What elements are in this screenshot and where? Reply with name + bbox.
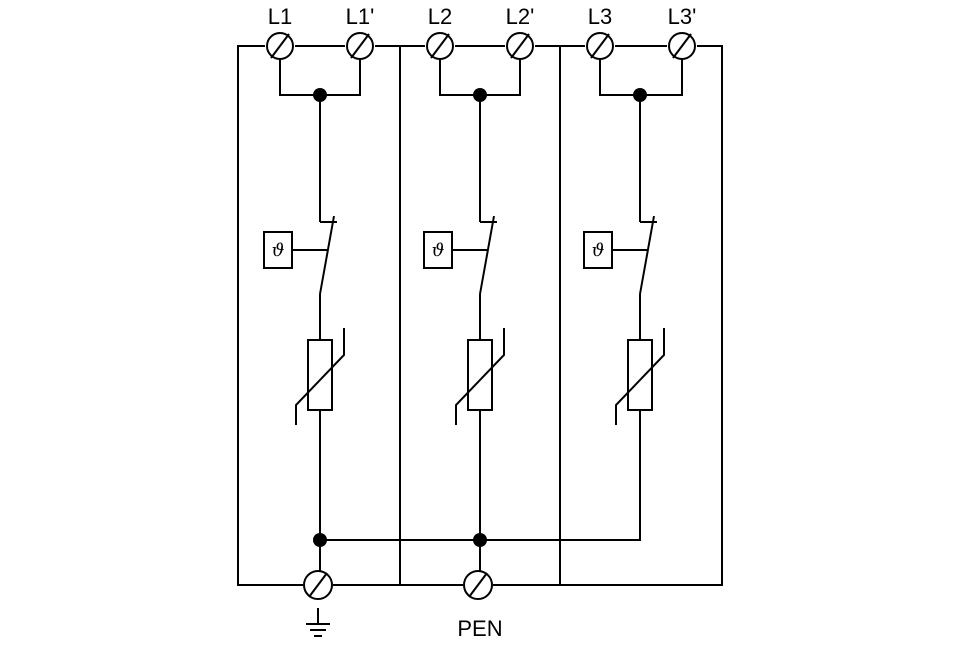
phase-l2-branch: ϑ	[423, 32, 534, 571]
terminal-label-l2: L2	[428, 4, 452, 29]
terminal-label-l2-prime: L2'	[506, 4, 535, 29]
terminal-label-l1: L1	[268, 4, 292, 29]
junction-dot	[473, 533, 487, 547]
varistor-characteristic-line	[615, 328, 665, 425]
housing-outline	[237, 45, 723, 586]
disconnector-switch-blade	[319, 215, 335, 295]
varistor-resistor	[307, 339, 333, 411]
screw-terminal-icon	[668, 32, 696, 60]
screw-terminal-icon	[303, 570, 333, 600]
theta-symbol: ϑ	[272, 240, 285, 261]
varistor-characteristic-line	[455, 328, 505, 425]
screw-terminal-icon	[586, 32, 614, 60]
screw-terminal-icon	[266, 32, 294, 60]
phase-l3-branch: ϑ	[320, 32, 696, 541]
frame-left	[237, 45, 303, 586]
varistor-resistor	[467, 339, 493, 411]
thermal-trip-box	[423, 231, 453, 269]
disconnector-switch-blade	[479, 215, 495, 295]
frame-right	[493, 45, 723, 586]
pen-terminal-label: PEN	[457, 616, 502, 640]
terminal-label-l3: L3	[588, 4, 612, 29]
thermal-trip-box	[583, 231, 613, 269]
common-bus-line	[320, 410, 641, 541]
screw-terminal-icon	[346, 32, 374, 60]
terminal-label-l1-prime: L1'	[346, 4, 375, 29]
varistor-characteristic-line	[295, 328, 345, 425]
thermal-trip-box	[263, 231, 293, 269]
theta-symbol: ϑ	[592, 240, 605, 261]
screw-terminal-icon	[426, 32, 454, 60]
terminal-label-l3-prime: L3'	[668, 4, 697, 29]
disconnector-switch-blade	[639, 215, 655, 295]
screw-terminal-icon	[463, 570, 493, 600]
phase-l1-branch: ϑ	[263, 32, 374, 540]
theta-symbol: ϑ	[432, 240, 445, 261]
varistor-resistor	[627, 339, 653, 411]
ground-icon	[306, 608, 330, 637]
screw-terminal-icon	[506, 32, 534, 60]
